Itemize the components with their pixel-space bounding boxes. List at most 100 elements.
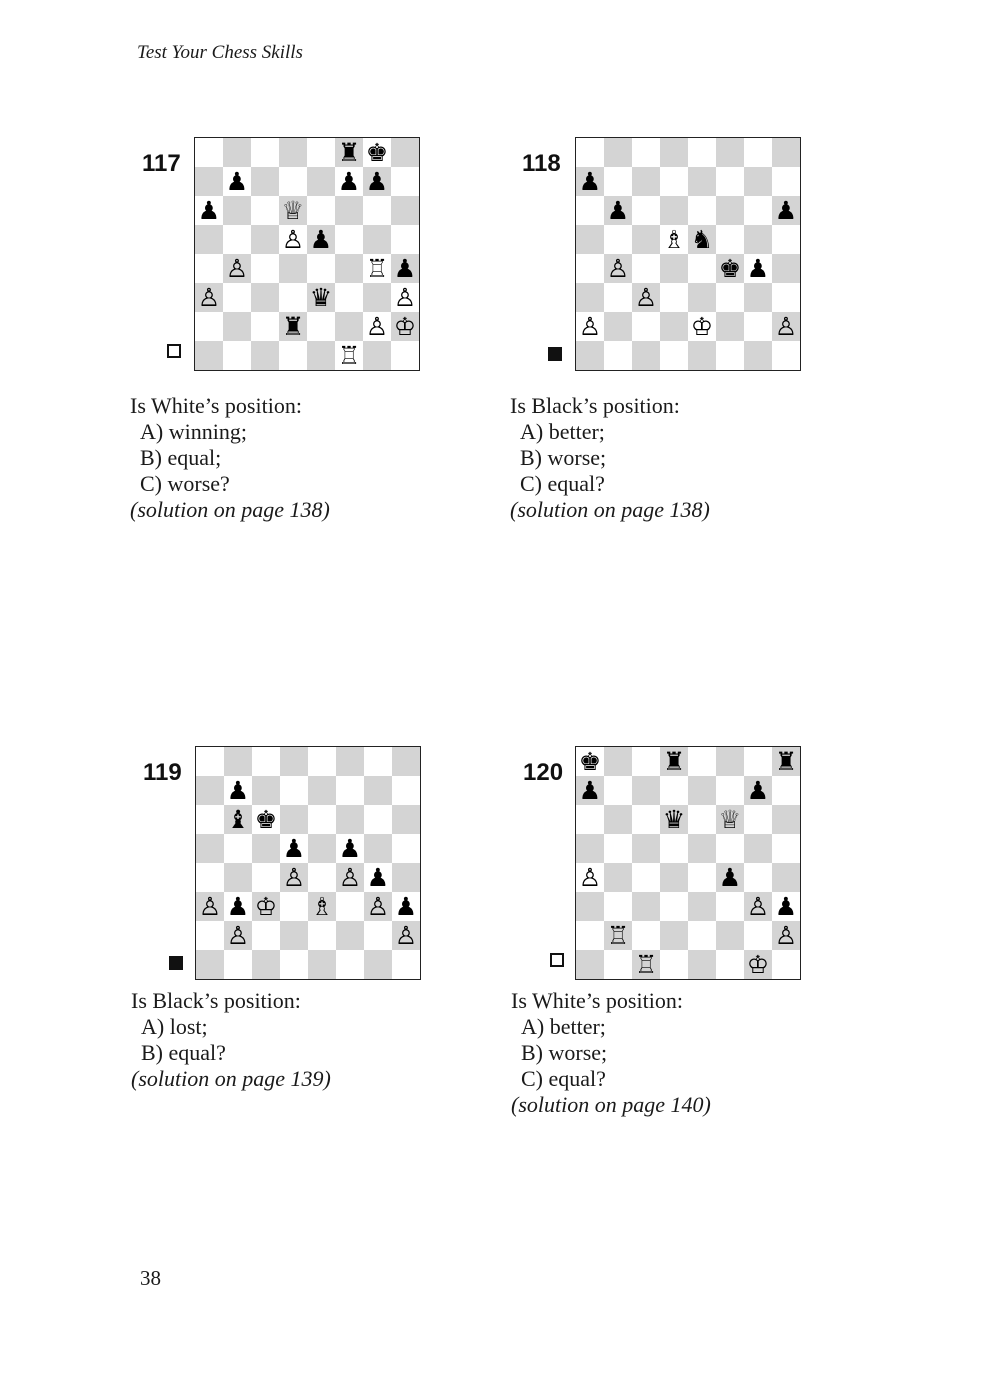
square-e1 (688, 341, 716, 370)
white-king-icon: ♔ (746, 950, 770, 979)
white-to-move-icon (550, 953, 564, 967)
square-d7 (660, 167, 688, 196)
square-e8 (307, 138, 335, 167)
black-pawn-icon: ♟ (309, 225, 333, 254)
square-e3 (688, 892, 716, 921)
square-f7 (336, 776, 364, 805)
chess-board: ♜♚♟♟♟♟♕♙♟♙♖♟♙♛♙♜♙♔♖ (194, 137, 420, 371)
black-king-icon: ♚ (718, 254, 742, 283)
puzzle-number: 117 (142, 150, 181, 177)
square-d3 (660, 892, 688, 921)
square-f5: ♟ (336, 834, 364, 863)
square-g8: ♚ (363, 138, 391, 167)
square-g5 (363, 225, 391, 254)
square-f8: ♜ (335, 138, 363, 167)
square-e6 (307, 196, 335, 225)
square-e8 (688, 138, 716, 167)
black-pawn-icon: ♟ (226, 892, 250, 921)
square-a7 (196, 776, 224, 805)
square-d3 (280, 892, 308, 921)
square-g3 (744, 283, 772, 312)
square-c3: ♙ (632, 283, 660, 312)
square-d6 (280, 805, 308, 834)
square-g5 (744, 834, 772, 863)
puzzle-number: 120 (523, 759, 564, 786)
square-a2 (195, 312, 223, 341)
white-rook-icon: ♖ (365, 254, 389, 283)
square-g3: ♙ (364, 892, 392, 921)
black-rook-icon: ♜ (337, 138, 361, 167)
square-c5 (632, 225, 660, 254)
square-f2 (335, 312, 363, 341)
square-d4 (660, 863, 688, 892)
square-b8 (224, 747, 252, 776)
black-pawn-icon: ♟ (282, 834, 306, 863)
option-b: B) equal; (140, 445, 222, 470)
square-h5 (772, 834, 800, 863)
square-b1 (604, 341, 632, 370)
square-d5: ♟ (280, 834, 308, 863)
square-h4 (392, 863, 420, 892)
square-h6 (391, 196, 419, 225)
square-c2 (632, 921, 660, 950)
square-b7 (604, 776, 632, 805)
square-d4: ♙ (280, 863, 308, 892)
black-to-move-icon (548, 347, 562, 361)
square-a3 (576, 892, 604, 921)
black-queen-icon: ♛ (309, 283, 333, 312)
square-c7 (251, 167, 279, 196)
square-f4: ♟ (716, 863, 744, 892)
square-h2: ♙ (772, 921, 800, 950)
square-d6 (660, 196, 688, 225)
black-bishop-icon: ♝ (226, 805, 250, 834)
white-rook-icon: ♖ (634, 950, 658, 979)
white-pawn-icon: ♙ (282, 863, 306, 892)
question-118: Is Black’s position: A) better; B) worse… (510, 393, 710, 523)
square-b7: ♟ (223, 167, 251, 196)
page-number: 38 (140, 1266, 161, 1290)
square-a6: ♟ (195, 196, 223, 225)
square-d8: ♜ (660, 747, 688, 776)
square-c7 (632, 167, 660, 196)
white-pawn-icon: ♙ (774, 312, 798, 341)
square-e4 (688, 254, 716, 283)
square-a4 (195, 254, 223, 283)
white-pawn-icon: ♙ (746, 892, 770, 921)
square-d7 (280, 776, 308, 805)
white-pawn-icon: ♙ (578, 312, 602, 341)
option-b: B) worse; (520, 445, 607, 470)
square-c1 (252, 950, 280, 979)
black-pawn-icon: ♟ (337, 167, 361, 196)
square-f7 (716, 167, 744, 196)
square-g2 (744, 312, 772, 341)
black-pawn-icon: ♟ (746, 254, 770, 283)
square-b8 (604, 138, 632, 167)
square-c8 (632, 747, 660, 776)
black-pawn-icon: ♟ (226, 776, 250, 805)
square-e2 (307, 312, 335, 341)
square-f4: ♙ (336, 863, 364, 892)
white-bishop-icon: ♗ (662, 225, 686, 254)
white-pawn-icon: ♙ (365, 312, 389, 341)
square-e8 (308, 747, 336, 776)
square-h7 (772, 167, 800, 196)
square-e6 (688, 196, 716, 225)
square-a6 (576, 805, 604, 834)
square-e5: ♞ (688, 225, 716, 254)
square-a3 (576, 283, 604, 312)
square-h4: ♟ (391, 254, 419, 283)
square-e2 (688, 921, 716, 950)
square-c6 (632, 805, 660, 834)
square-g3: ♙ (744, 892, 772, 921)
white-queen-icon: ♕ (281, 196, 305, 225)
square-h6: ♟ (772, 196, 800, 225)
square-a5 (196, 834, 224, 863)
square-f5 (335, 225, 363, 254)
chess-board: ♟♝♚♟♟♙♙♟♙♟♔♗♙♟♙♙ (195, 746, 421, 980)
square-d8 (280, 747, 308, 776)
solution-reference: (solution on page 138) (130, 497, 330, 522)
square-a3: ♙ (196, 892, 224, 921)
square-d2: ♜ (279, 312, 307, 341)
white-pawn-icon: ♙ (338, 863, 362, 892)
square-f2 (716, 312, 744, 341)
